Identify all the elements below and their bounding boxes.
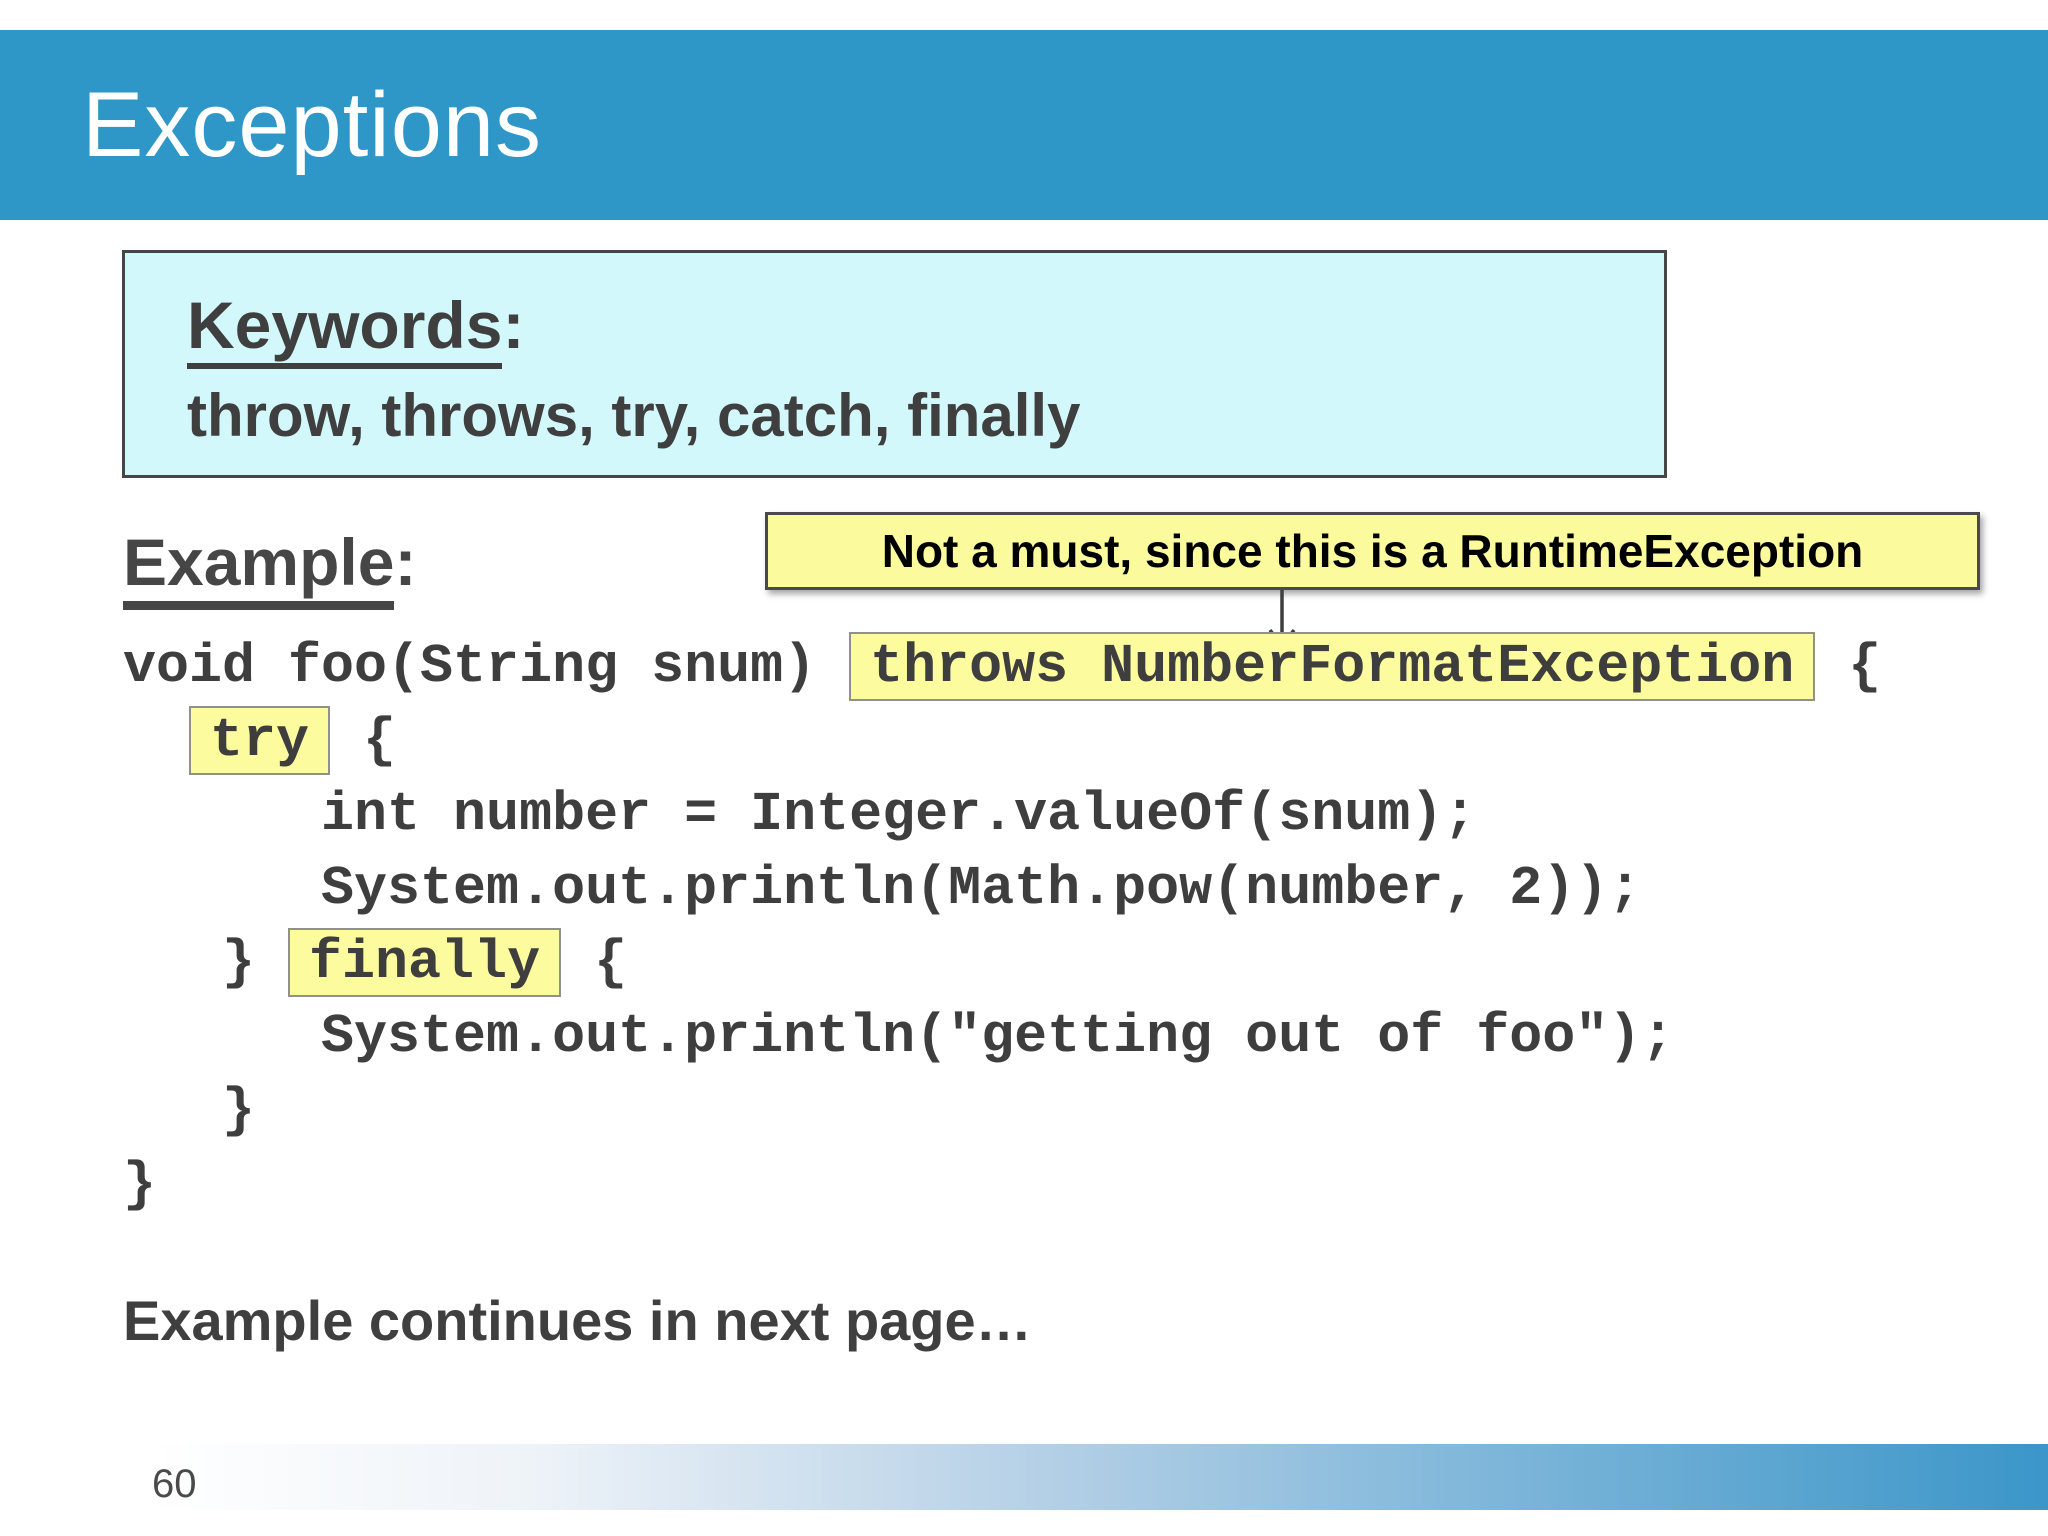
code-token: void foo(String snum) [123, 635, 850, 698]
code-token: { [561, 931, 628, 994]
code-token: { [1815, 635, 1882, 698]
example-heading-word: Example [123, 525, 395, 610]
title-bar: Exceptions [0, 30, 2048, 220]
code-token: } [123, 1153, 157, 1216]
keywords-list: throw, throws, try, catch, finally [187, 381, 1081, 449]
footer-note: Example continues in next page… [123, 1289, 1032, 1352]
code-line: } [123, 1148, 1881, 1222]
keywords-panel: Keywords: throw, throws, try, catch, fin… [122, 250, 1667, 478]
code-line: int number = Integer.valueOf(snum); [123, 778, 1881, 852]
page-number: 60 [152, 1462, 197, 1506]
code-block: void foo(String snum) throws NumberForma… [123, 630, 1881, 1222]
code-token: int number = Integer.valueOf(snum); [123, 783, 1477, 846]
keywords-heading-word: Keywords [187, 288, 503, 369]
code-highlight: finally [288, 928, 562, 998]
code-token: } [123, 931, 289, 994]
bottom-gradient-bar [150, 1444, 2048, 1510]
code-token: System.out.println(Math.pow(number, 2)); [123, 857, 1642, 920]
code-line: System.out.println("getting out of foo")… [123, 1000, 1881, 1074]
code-highlight: try [189, 706, 331, 776]
example-heading-colon: : [394, 525, 417, 599]
code-line: void foo(String snum) throws NumberForma… [123, 630, 1881, 704]
code-line: } finally { [123, 926, 1881, 1000]
code-token: System.out.println("getting out of foo")… [123, 1005, 1675, 1068]
callout-note: Not a must, since this is a RuntimeExcep… [765, 512, 1980, 590]
code-line: System.out.println(Math.pow(number, 2)); [123, 852, 1881, 926]
example-heading: Example: [123, 524, 417, 610]
code-token: } [123, 1079, 256, 1142]
keywords-heading-colon: : [502, 288, 525, 362]
code-token: { [330, 709, 397, 772]
code-line: try { [123, 704, 1881, 778]
code-highlight: throws NumberFormatException [849, 632, 1816, 702]
code-token [123, 709, 189, 772]
slide-title: Exceptions [82, 74, 543, 176]
code-line: } [123, 1074, 1881, 1148]
keywords-heading: Keywords: [187, 287, 1664, 369]
